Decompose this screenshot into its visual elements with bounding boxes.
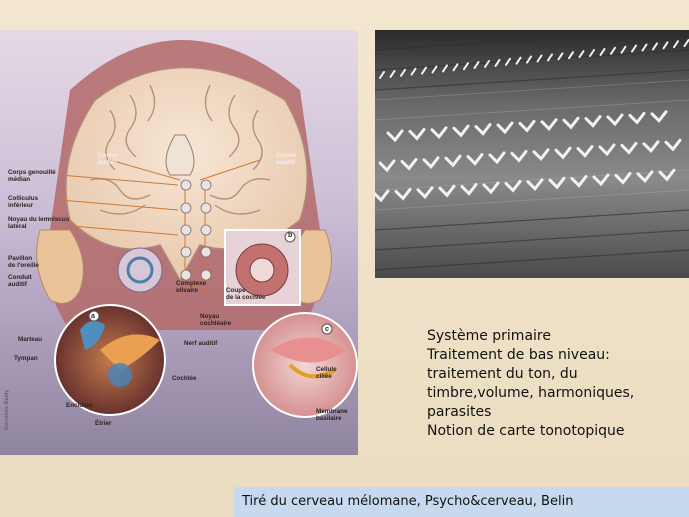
source-citation: Tiré du cerveau mélomane, Psycho&cerveau… <box>242 494 573 509</box>
source-citation-bar: Tiré du cerveau mélomane, Psycho&cerveau… <box>234 487 689 517</box>
panel-a-marker: a <box>91 313 95 320</box>
text-line: timbre,volume, harmoniques, <box>427 384 682 403</box>
label-corps-genouille: Corps genouillé médian <box>8 169 56 183</box>
label-colliculus: Colliculus inférieur <box>8 195 38 209</box>
micrograph-drawing <box>375 30 689 278</box>
label-enclume: Enclume <box>66 402 92 409</box>
label-cortex-auditif-left: Cortex auditif <box>98 152 118 166</box>
label-pavillon: Pavillon de l'oreille <box>8 255 39 269</box>
label-coupe-cochlee: Coupe de la cochlée <box>226 287 266 301</box>
panel-b-marker: b <box>288 232 292 239</box>
label-cortex-auditif-right: Cortex auditif <box>276 152 296 166</box>
text-line: parasites <box>427 403 682 422</box>
hair-cell-micrograph <box>375 30 689 278</box>
label-noyau-lemniscus: Noyau du lemniscus latéral <box>8 216 69 230</box>
label-cellule-ciliee: Cellule ciliée <box>316 366 337 380</box>
summary-text: Système primaire Traitement de bas nivea… <box>427 327 682 441</box>
label-cochlee: Cochlée <box>172 375 197 382</box>
text-line: Notion de carte tonotopique <box>427 422 682 441</box>
label-membrane-basilaire: Membrane basilaire <box>316 408 348 422</box>
label-etrier: Étrier <box>95 420 111 427</box>
label-marteau: Marteau <box>18 336 42 343</box>
illustration-credit: Dorothée Bailly <box>4 390 11 430</box>
label-nerf-auditif: Nerf auditif <box>184 340 217 347</box>
label-conduit: Conduit auditif <box>8 274 32 288</box>
text-line: Traitement de bas niveau: <box>427 346 682 365</box>
brain-ear-drawing <box>0 30 358 455</box>
text-line: traitement du ton, du <box>427 365 682 384</box>
panel-c-marker: c <box>325 326 329 333</box>
label-complexe-olivaire: Complexe olivaire <box>176 280 206 294</box>
label-tympan: Tympan <box>14 355 38 362</box>
label-noyau-cochleaire: Noyau cochléaire <box>200 313 231 327</box>
auditory-pathway-illustration: Cortex auditif Cortex auditif Corps geno… <box>0 30 358 455</box>
text-line: Système primaire <box>427 327 682 346</box>
